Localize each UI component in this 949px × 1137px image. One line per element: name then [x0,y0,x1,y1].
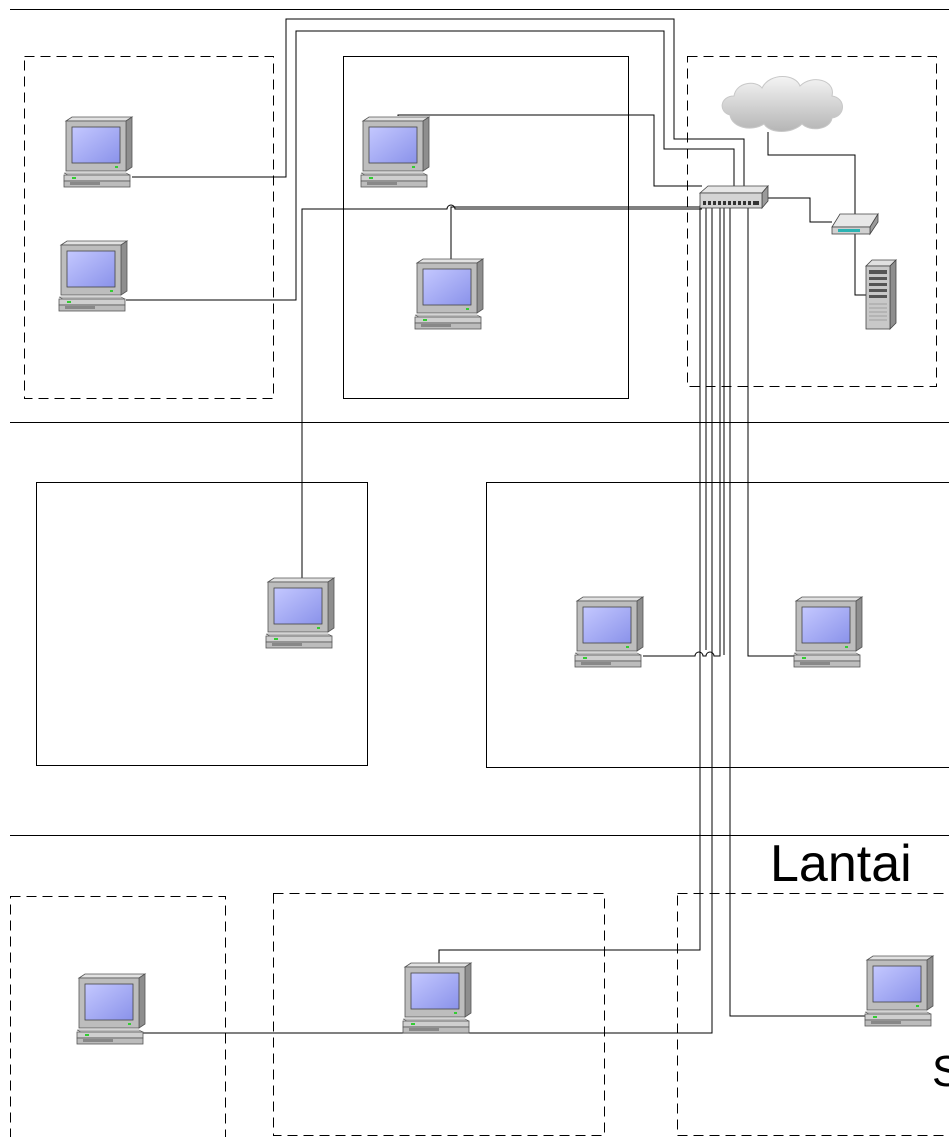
computer-icon-bottom-left [76,973,146,1045]
computer-icon-top-left-2 [58,240,128,312]
router-icon [831,212,879,236]
server-tower-icon [865,259,897,330]
room-top-left-dashed [24,56,274,399]
computer-icon-bottom-middle [402,962,472,1034]
room-boxes [10,56,949,1137]
room-top-middle [343,56,629,399]
room-middle-left [36,482,368,766]
cable-pc-bottom-right [729,205,866,1017]
cable-pc-top-middle-1 [397,114,702,187]
computers [58,116,934,1045]
cable-pc-bottom-middle [438,205,701,966]
cable-pc-top-left-1 [132,18,745,198]
computer-icon-top-middle-1 [360,116,430,188]
cable-router-cloud [767,132,856,214]
network-switch-icon [698,184,769,210]
cable-pc-bottom-left [143,205,713,1034]
computer-icon-top-middle-2 [414,258,484,330]
cable-pc-middle-right-b [747,205,795,657]
cable-pc-top-left-2 [126,30,735,301]
cable-pc-middle-left [301,204,702,580]
cable-pc-middle-right-a [643,205,721,657]
network-cables [126,18,866,1034]
computer-icon-middle-right-a [574,596,644,668]
room-top-right-dashed [687,56,937,387]
room-bottom-right-dashed [677,893,949,1136]
computer-icon-bottom-right [864,955,934,1027]
internet-cloud-icon [721,76,843,132]
floor-dividers [10,9,949,836]
partial-side-label: S [932,1047,949,1096]
room-bottom-left-dashed [10,896,226,1137]
floor-label: Lantai [770,835,912,893]
computer-icon-middle-right-b [793,596,863,668]
room-bottom-middle-dashed [273,893,605,1136]
computer-icon-middle-left [265,577,335,649]
cable-switch-router [764,197,832,223]
cable-router-server [854,232,866,296]
room-middle-right [486,482,949,768]
cable-pc-top-middle-2 [450,206,702,265]
computer-icon-top-left-1 [63,116,133,188]
